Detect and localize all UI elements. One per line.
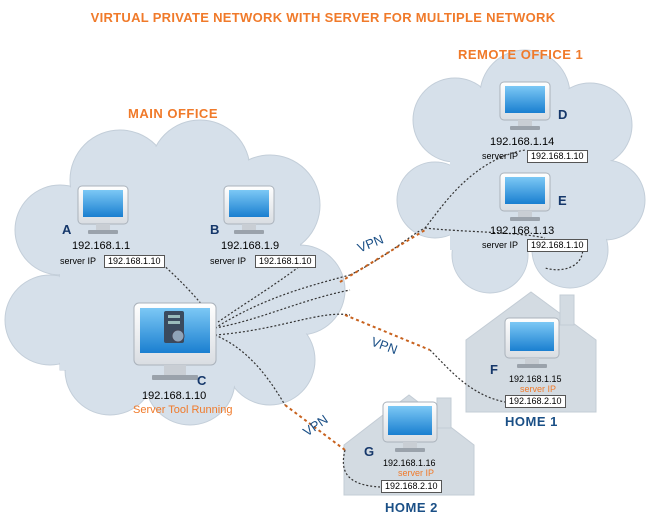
node-g-letter: G bbox=[364, 444, 375, 459]
node-f-ip: 192.168.1.15 bbox=[509, 374, 562, 384]
main-office-label: MAIN OFFICE bbox=[128, 106, 218, 121]
diagram-title: VIRTUAL PRIVATE NETWORK WITH SERVER FOR … bbox=[90, 10, 556, 25]
computer-g-icon bbox=[382, 401, 438, 452]
node-b-letter: B bbox=[210, 222, 220, 237]
node-f-letter: F bbox=[490, 362, 498, 377]
node-g-server-ip-value: 192.168.2.10 bbox=[381, 480, 442, 493]
node-e-letter: E bbox=[558, 193, 567, 208]
node-a-ip: 192.168.1.1 bbox=[72, 240, 131, 252]
computer-e-icon bbox=[499, 172, 551, 221]
node-b-server-ip-value: 192.168.1.10 bbox=[255, 255, 316, 268]
node-f-server-ip-label: server IP bbox=[520, 384, 557, 394]
computer-f-icon bbox=[504, 317, 560, 368]
computer-b-icon bbox=[223, 185, 275, 234]
remote-office-label: REMOTE OFFICE 1 bbox=[458, 47, 584, 62]
computer-a-icon bbox=[77, 185, 129, 234]
node-a-letter: A bbox=[62, 222, 72, 237]
node-e-server-ip-value: 192.168.1.10 bbox=[527, 239, 588, 252]
node-d-server-ip-label: server IP bbox=[482, 151, 519, 161]
node-c-letter: C bbox=[197, 373, 207, 388]
node-g-ip: 192.168.1.16 bbox=[383, 458, 436, 468]
home2-label: HOME 2 bbox=[385, 500, 438, 515]
computer-d-icon bbox=[499, 81, 551, 130]
node-a-server-ip-label: server IP bbox=[60, 256, 97, 266]
node-d-ip: 192.168.1.14 bbox=[490, 136, 555, 148]
node-c-ip: 192.168.1.10 bbox=[142, 390, 207, 402]
node-d-letter: D bbox=[558, 107, 568, 122]
vpn-tunnels bbox=[284, 229, 431, 451]
server-computer-c-icon bbox=[133, 302, 217, 380]
node-c-status: Server Tool Running bbox=[133, 404, 233, 416]
node-f-server-ip-value: 192.168.2.10 bbox=[505, 395, 566, 408]
node-e-ip: 192.168.1.13 bbox=[490, 225, 555, 237]
node-g-server-ip-label: server IP bbox=[398, 468, 435, 478]
node-d-server-ip-value: 192.168.1.10 bbox=[527, 150, 588, 163]
node-a-server-ip-value: 192.168.1.10 bbox=[104, 255, 165, 268]
home1-label: HOME 1 bbox=[505, 414, 558, 429]
node-b-ip: 192.168.1.9 bbox=[221, 240, 280, 252]
node-e-server-ip-label: server IP bbox=[482, 240, 519, 250]
node-b-server-ip-label: server IP bbox=[210, 256, 247, 266]
